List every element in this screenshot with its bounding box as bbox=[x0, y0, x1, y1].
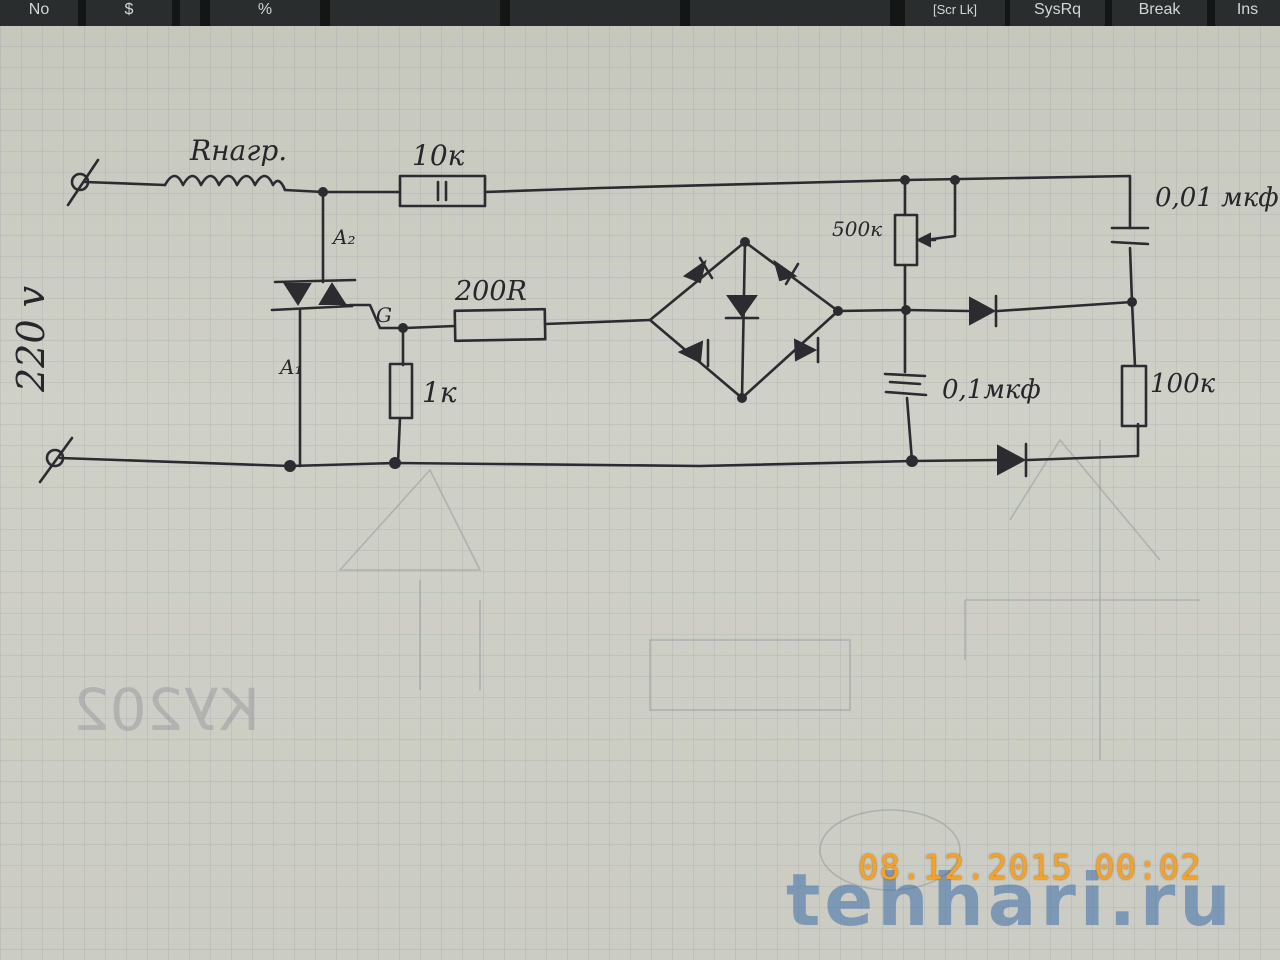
graph-paper: КУ202 bbox=[0, 26, 1280, 960]
key-label: $ bbox=[124, 1, 134, 18]
diode-middle bbox=[969, 294, 998, 328]
bleed-through-sketch: КУ202 bbox=[73, 438, 1200, 891]
diode-bottom bbox=[997, 442, 1028, 478]
diode-bridge bbox=[648, 240, 840, 400]
faint-part-number: КУ202 bbox=[73, 676, 260, 744]
resistor-10k-label: 10к bbox=[412, 139, 465, 172]
key-label: % bbox=[257, 1, 273, 18]
triac-gate-label: G bbox=[376, 303, 392, 327]
capacitor-0-1-label: 0,1мкф bbox=[942, 375, 1041, 405]
keyboard-strip: No $ % [Scr Lk] SysRq Break Ins bbox=[0, 0, 1280, 40]
supply-voltage-label: 220 v bbox=[9, 285, 53, 393]
triac-a2-label: A₂ bbox=[331, 225, 355, 249]
resistor-200r bbox=[453, 307, 547, 343]
key-label: [Scr Lk] bbox=[932, 2, 978, 17]
resistor-200r-label: 200R bbox=[454, 276, 527, 307]
photo-date-stamp: 08.12.2015 00:02 bbox=[858, 848, 1202, 888]
potentiometer-label: 500к bbox=[832, 217, 882, 241]
load-resistor bbox=[163, 174, 287, 192]
key-label: Break bbox=[1138, 1, 1181, 18]
key-label: No bbox=[28, 1, 50, 18]
potentiometer-500k bbox=[893, 213, 937, 267]
schematic-drawing: КУ202 bbox=[9, 134, 1279, 891]
triac bbox=[270, 278, 357, 312]
resistor-1k bbox=[388, 362, 414, 420]
resistor-100k-label: 100к bbox=[1150, 369, 1216, 399]
site-watermark: tehhari.ru bbox=[786, 858, 1235, 942]
resistor-1k-label: 1к bbox=[422, 376, 457, 409]
capacitor-0-1uf bbox=[883, 372, 928, 397]
resistor-10k bbox=[398, 174, 487, 208]
key-label: SysRq bbox=[1033, 1, 1082, 18]
resistor-100k bbox=[1120, 364, 1148, 428]
capacitor-0-01-label: 0,01 мкф bbox=[1155, 183, 1279, 213]
supply-terminals bbox=[38, 158, 100, 484]
keyboard-key bbox=[180, 0, 200, 32]
junction-dots bbox=[284, 175, 1137, 472]
capacitor-0-01uf bbox=[1110, 226, 1150, 246]
triac-a1-label: A₁ bbox=[278, 355, 302, 379]
load-label: Rнагр. bbox=[189, 134, 287, 167]
key-label: Ins bbox=[1236, 1, 1259, 18]
